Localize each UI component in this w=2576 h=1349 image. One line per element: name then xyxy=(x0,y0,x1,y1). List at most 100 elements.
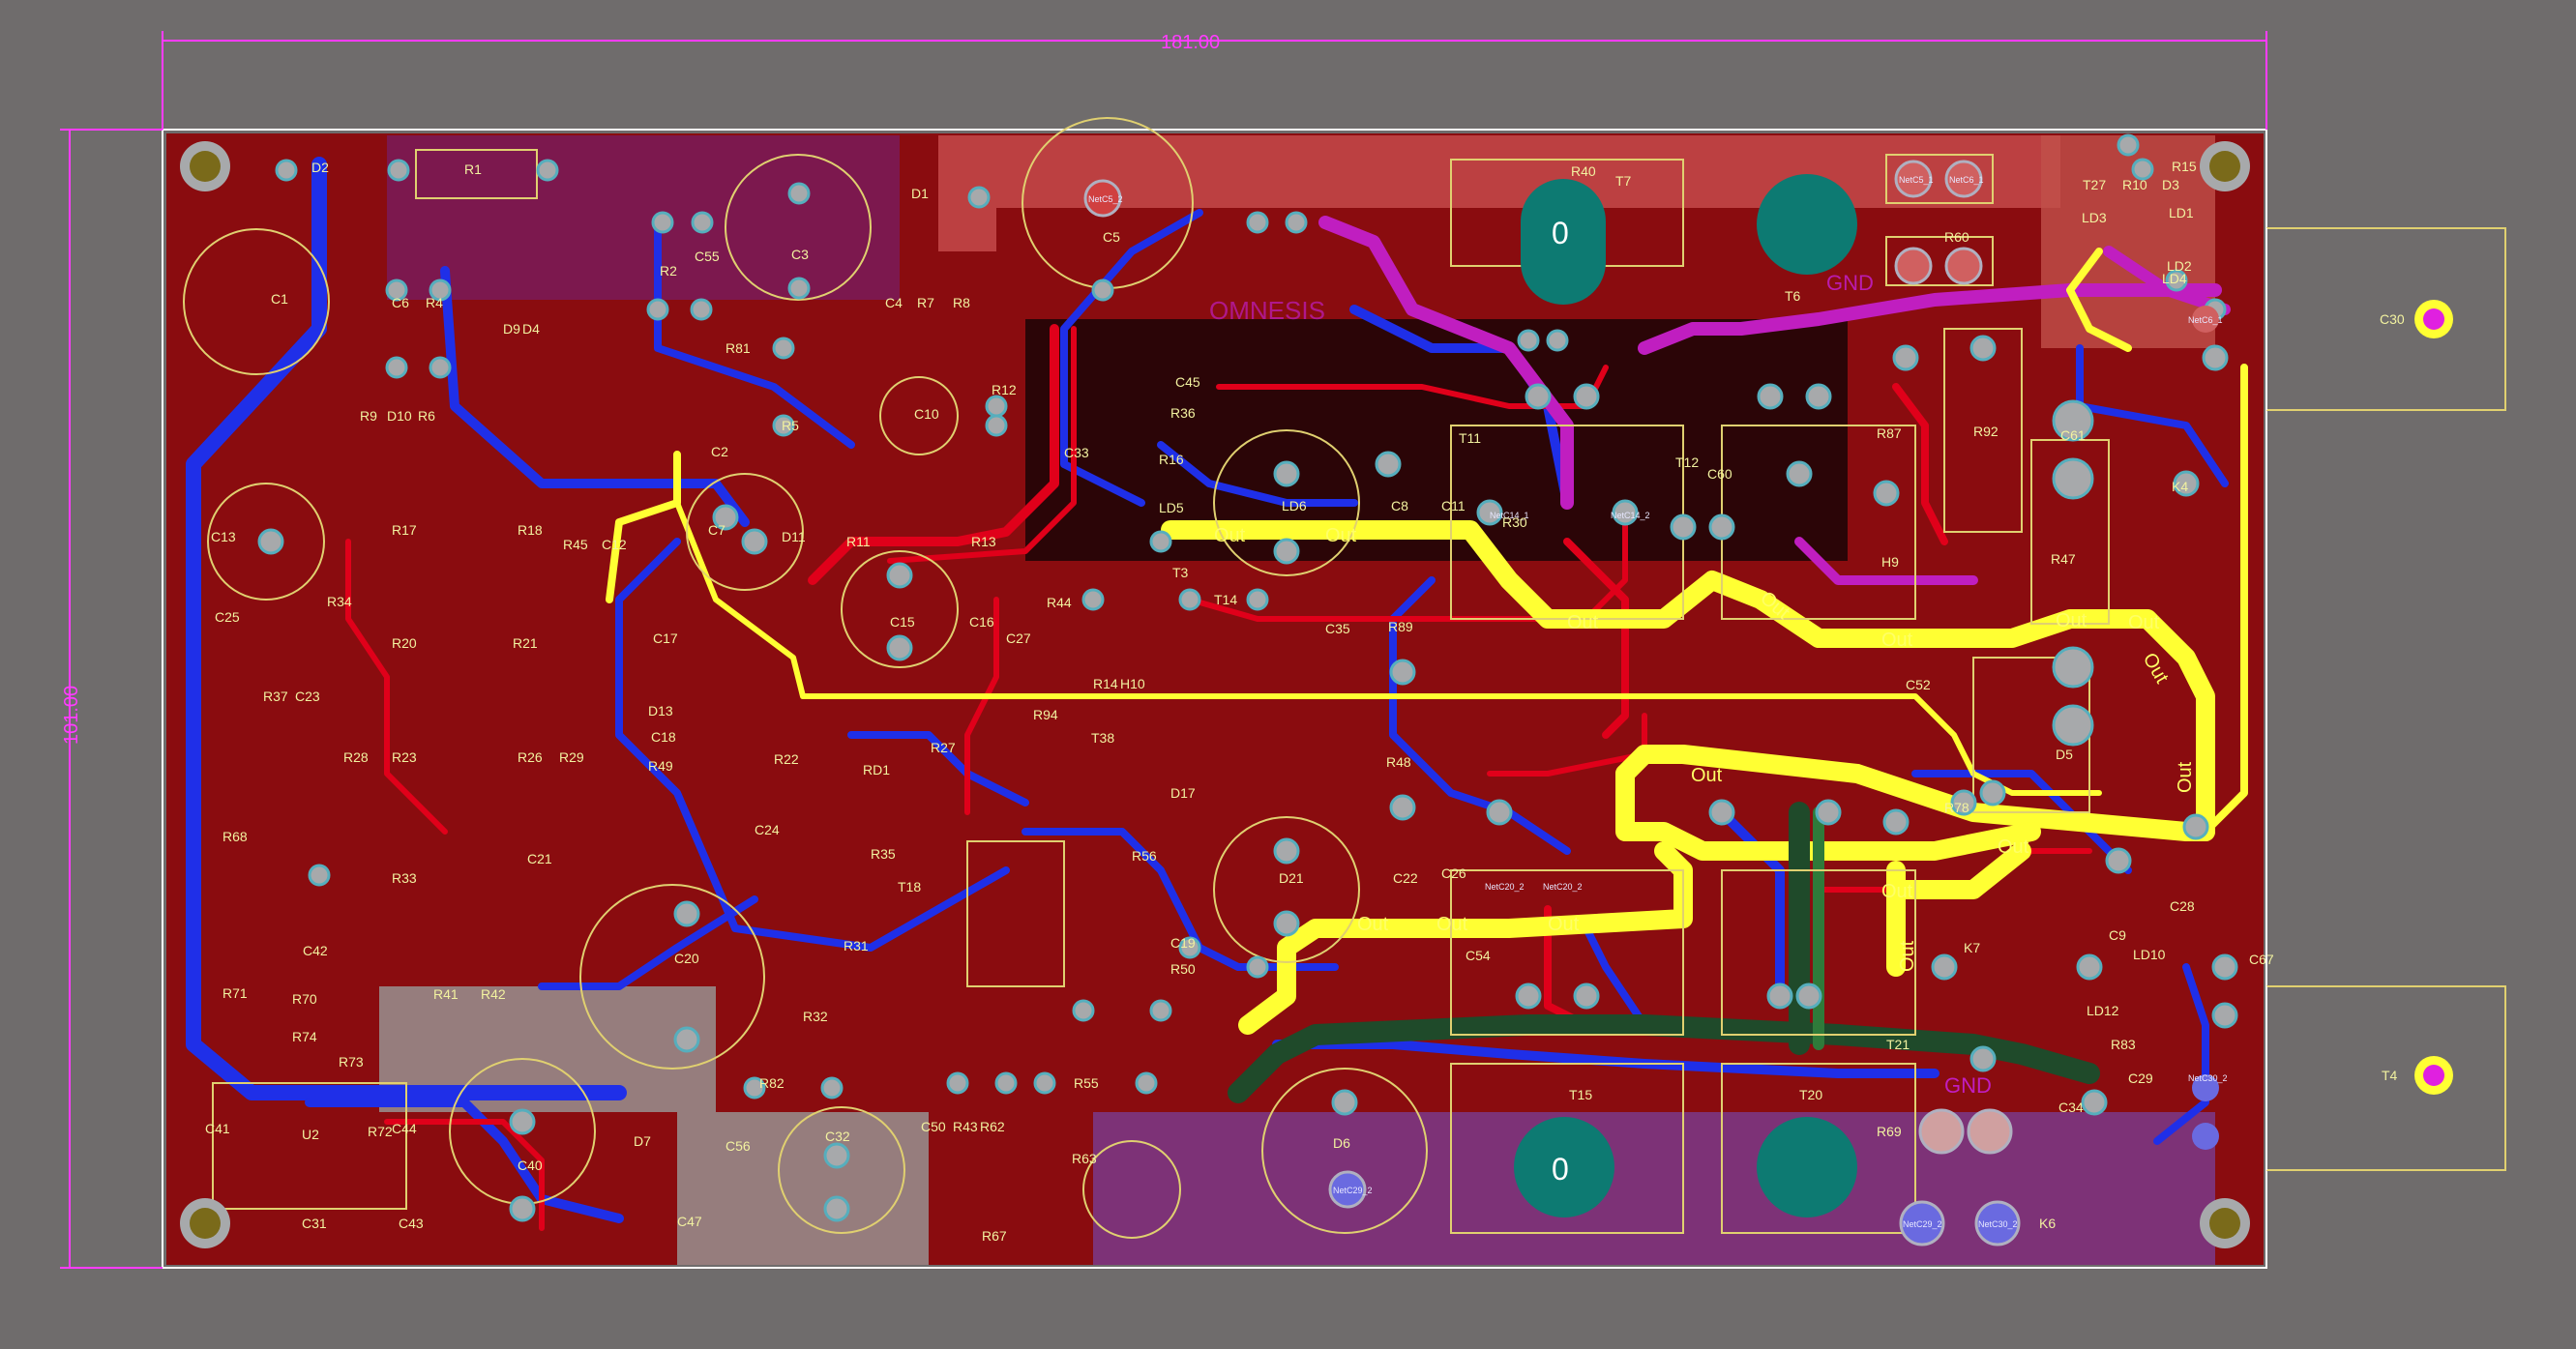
refdes-ld10[interactable]: LD10 xyxy=(2133,947,2166,962)
refdes-c30[interactable]: C30 xyxy=(2380,311,2405,327)
refdes-t14[interactable]: T14 xyxy=(1214,592,1237,607)
refdes-r30[interactable]: R30 xyxy=(1502,514,1527,530)
refdes-c28[interactable]: C28 xyxy=(2170,898,2195,914)
refdes-r17[interactable]: R17 xyxy=(392,522,417,538)
refdes-r31[interactable]: R31 xyxy=(844,938,869,953)
refdes-c3[interactable]: C3 xyxy=(791,247,809,262)
refdes-u2[interactable]: U2 xyxy=(302,1127,319,1142)
refdes-t7[interactable]: T7 xyxy=(1615,173,1632,189)
refdes-r20[interactable]: R20 xyxy=(392,635,417,651)
refdes-r60[interactable]: R60 xyxy=(1944,229,1969,245)
refdes-d2[interactable]: D2 xyxy=(311,160,329,175)
refdes-r92[interactable]: R92 xyxy=(1973,424,1999,439)
refdes-r67[interactable]: R67 xyxy=(982,1228,1007,1244)
refdes-r27[interactable]: R27 xyxy=(931,740,956,755)
refdes-h10[interactable]: H10 xyxy=(1120,676,1145,691)
refdes-d1[interactable]: D1 xyxy=(911,186,929,201)
refdes-r1[interactable]: R1 xyxy=(464,161,482,177)
refdes-r15[interactable]: R15 xyxy=(2172,159,2197,174)
refdes-t21[interactable]: T21 xyxy=(1886,1037,1910,1052)
refdes-rd1[interactable]: RD1 xyxy=(863,762,890,777)
refdes-c23[interactable]: C23 xyxy=(295,689,320,704)
refdes-c7[interactable]: C7 xyxy=(708,522,725,538)
refdes-ld2[interactable]: LD2 xyxy=(2167,258,2192,274)
refdes-c43[interactable]: C43 xyxy=(399,1216,424,1231)
refdes-ld6[interactable]: LD6 xyxy=(1282,498,1307,513)
refdes-c12[interactable]: C12 xyxy=(602,537,627,552)
refdes-r50[interactable]: R50 xyxy=(1170,961,1196,977)
refdes-r68[interactable]: R68 xyxy=(222,829,248,844)
refdes-c19[interactable]: C19 xyxy=(1170,935,1196,951)
refdes-r26[interactable]: R26 xyxy=(518,749,543,765)
refdes-r72[interactable]: R72 xyxy=(368,1124,393,1139)
refdes-c5[interactable]: C5 xyxy=(1103,229,1120,245)
refdes-r48[interactable]: R48 xyxy=(1386,754,1411,770)
refdes-r55[interactable]: R55 xyxy=(1074,1075,1099,1091)
refdes-r43[interactable]: R43 xyxy=(953,1119,978,1134)
refdes-c27[interactable]: C27 xyxy=(1006,631,1031,646)
refdes-k7[interactable]: K7 xyxy=(1964,940,1980,955)
refdes-t12[interactable]: T12 xyxy=(1675,455,1699,470)
refdes-r9[interactable]: R9 xyxy=(360,408,377,424)
refdes-c67[interactable]: C67 xyxy=(2249,952,2274,967)
refdes-c1[interactable]: C1 xyxy=(271,291,288,307)
refdes-t18[interactable]: T18 xyxy=(898,879,921,894)
refdes-c32[interactable]: C32 xyxy=(825,1129,850,1144)
refdes-c20[interactable]: C20 xyxy=(674,951,699,966)
refdes-r4[interactable]: R4 xyxy=(426,295,443,310)
refdes-r14[interactable]: R14 xyxy=(1093,676,1118,691)
refdes-c42[interactable]: C42 xyxy=(303,943,328,958)
refdes-r89[interactable]: R89 xyxy=(1388,619,1413,634)
refdes-c17[interactable]: C17 xyxy=(653,631,678,646)
refdes-r83[interactable]: R83 xyxy=(2111,1037,2136,1052)
refdes-c8[interactable]: C8 xyxy=(1391,498,1408,513)
refdes-d7[interactable]: D7 xyxy=(634,1133,651,1149)
refdes-c33[interactable]: C33 xyxy=(1064,445,1089,460)
refdes-d9[interactable]: D9 xyxy=(503,321,520,337)
refdes-r78[interactable]: R78 xyxy=(1944,800,1969,815)
refdes-r6[interactable]: R6 xyxy=(418,408,435,424)
refdes-t20[interactable]: T20 xyxy=(1799,1087,1822,1102)
refdes-t15[interactable]: T15 xyxy=(1569,1087,1592,1102)
refdes-c34[interactable]: C34 xyxy=(2058,1100,2084,1115)
refdes-c40[interactable]: C40 xyxy=(518,1158,543,1173)
refdes-c2[interactable]: C2 xyxy=(711,444,728,459)
refdes-r69[interactable]: R69 xyxy=(1877,1124,1902,1139)
refdes-c50[interactable]: C50 xyxy=(921,1119,946,1134)
refdes-r40[interactable]: R40 xyxy=(1571,163,1596,179)
refdes-c55[interactable]: C55 xyxy=(695,249,720,264)
refdes-c47[interactable]: C47 xyxy=(677,1214,702,1229)
refdes-c26[interactable]: C26 xyxy=(1441,865,1466,881)
refdes-ld12[interactable]: LD12 xyxy=(2087,1003,2119,1018)
refdes-t11[interactable]: T11 xyxy=(1459,430,1481,446)
refdes-c35[interactable]: C35 xyxy=(1325,621,1350,636)
refdes-r2[interactable]: R2 xyxy=(660,263,677,279)
refdes-d11[interactable]: D11 xyxy=(782,529,806,544)
refdes-r44[interactable]: R44 xyxy=(1047,595,1072,610)
refdes-r71[interactable]: R71 xyxy=(222,985,248,1001)
refdes-r87[interactable]: R87 xyxy=(1877,425,1902,441)
refdes-t3[interactable]: T3 xyxy=(1172,565,1189,580)
refdes-r45[interactable]: R45 xyxy=(563,537,588,552)
refdes-r16[interactable]: R16 xyxy=(1159,452,1184,467)
refdes-r82[interactable]: R82 xyxy=(759,1075,785,1091)
refdes-c52[interactable]: C52 xyxy=(1906,677,1931,692)
refdes-c9[interactable]: C9 xyxy=(2109,927,2126,943)
refdes-c4[interactable]: C4 xyxy=(885,295,903,310)
refdes-r13[interactable]: R13 xyxy=(971,534,996,549)
refdes-r73[interactable]: R73 xyxy=(339,1054,364,1070)
refdes-c13[interactable]: C13 xyxy=(211,529,236,544)
refdes-c61[interactable]: C61 xyxy=(2060,427,2086,443)
refdes-d3[interactable]: D3 xyxy=(2162,177,2179,192)
refdes-r49[interactable]: R49 xyxy=(648,758,673,774)
refdes-r35[interactable]: R35 xyxy=(871,846,896,862)
refdes-r74[interactable]: R74 xyxy=(292,1029,317,1044)
refdes-c11[interactable]: C11 xyxy=(1441,498,1466,513)
refdes-r28[interactable]: R28 xyxy=(343,749,369,765)
refdes-ld1[interactable]: LD1 xyxy=(2169,205,2194,220)
refdes-d21[interactable]: D21 xyxy=(1279,870,1304,886)
refdes-ld3[interactable]: LD3 xyxy=(2082,210,2107,225)
refdes-t6[interactable]: T6 xyxy=(1785,288,1801,304)
refdes-c15[interactable]: C15 xyxy=(890,614,915,630)
refdes-r70[interactable]: R70 xyxy=(292,991,317,1007)
